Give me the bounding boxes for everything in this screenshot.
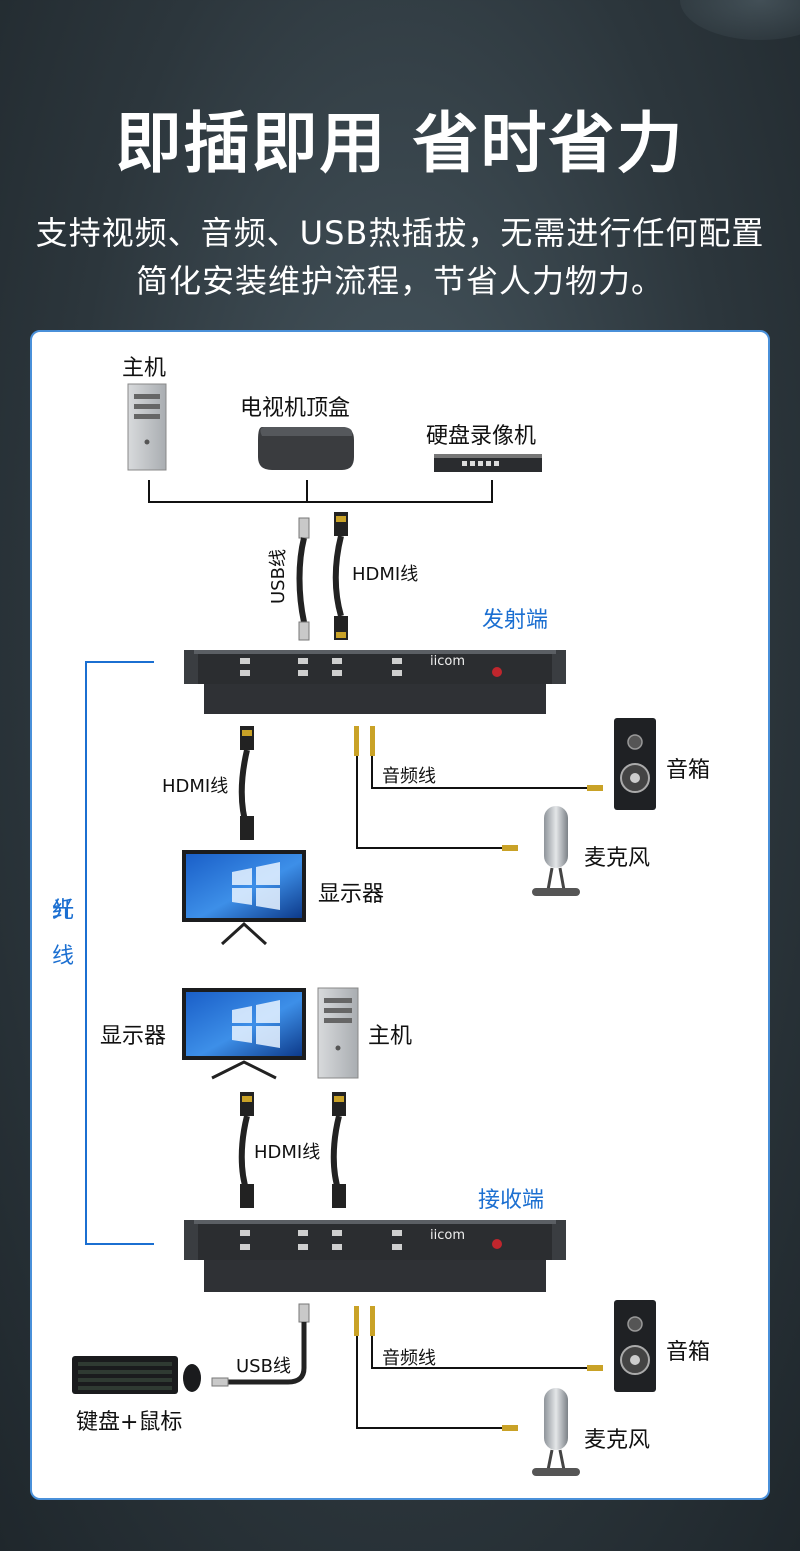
hdmi-cable-top bbox=[332, 512, 348, 640]
monitor-tx bbox=[182, 850, 306, 946]
headline: 即插即用 省时省力 bbox=[115, 105, 685, 182]
speaker-rx bbox=[614, 1300, 656, 1392]
label-receiver: 接收端 bbox=[478, 1188, 545, 1213]
label-audio-tx: 音频线 bbox=[382, 766, 436, 787]
host-pc-top bbox=[127, 383, 167, 471]
label-host-rx: 主机 bbox=[368, 1024, 413, 1049]
subtitle-line-2: 简化安装维护流程，节省人力物力。 bbox=[135, 262, 664, 300]
label-hdmi-top: HDMI线 bbox=[352, 564, 419, 585]
transmitter-chassis bbox=[184, 650, 566, 714]
monitor-rx bbox=[182, 988, 306, 1080]
tv-box bbox=[258, 427, 354, 470]
label-usb-rx: USB线 bbox=[236, 1356, 291, 1377]
label-speaker-tx: 音箱 bbox=[666, 758, 711, 783]
label-monitor-rx: 显示器 bbox=[100, 1024, 167, 1049]
audio-cable-rx bbox=[354, 1306, 603, 1431]
label-speaker-rx: 音箱 bbox=[666, 1340, 711, 1365]
transmitter-brand: iicom bbox=[430, 654, 465, 669]
usb-cable-top bbox=[296, 517, 310, 641]
usb-cable-rx bbox=[211, 1303, 310, 1387]
label-host-top: 主机 bbox=[122, 356, 167, 381]
receiver-chassis bbox=[184, 1220, 566, 1292]
label-hdmi-rx: HDMI线 bbox=[254, 1142, 321, 1163]
fiber-char-1: 光 bbox=[51, 898, 74, 923]
label-tv-box: 电视机顶盒 bbox=[240, 396, 351, 421]
receiver-brand: iicom bbox=[430, 1228, 465, 1243]
fiber-label: 光 纤 线 bbox=[48, 888, 78, 980]
audio-cable-tx bbox=[354, 726, 603, 851]
keyboard-mouse bbox=[72, 1356, 201, 1394]
diagram-illustration bbox=[72, 383, 656, 1476]
hdmi-cable-tx bbox=[238, 726, 254, 840]
nvr-box bbox=[434, 454, 542, 472]
subtitle-line-1: 支持视频、音频、USB热插拔，无需进行任何配置 bbox=[35, 214, 765, 252]
mic-rx bbox=[532, 1388, 580, 1476]
label-audio-rx: 音频线 bbox=[382, 1348, 436, 1369]
diagram-card: 主机 电视机顶盒 硬盘录像机 USB线 HDMI线 发射端 iicom 光 纤 … bbox=[30, 330, 770, 1500]
speaker-tx bbox=[614, 718, 656, 810]
label-monitor-tx: 显示器 bbox=[318, 882, 385, 907]
label-nvr: 硬盘录像机 bbox=[426, 424, 537, 449]
fiber-bracket bbox=[85, 661, 154, 1245]
host-pc-rx bbox=[317, 987, 359, 1079]
mic-tx bbox=[532, 806, 580, 896]
label-hdmi-tx: HDMI线 bbox=[162, 776, 229, 797]
hdmi-cables-rx bbox=[238, 1092, 346, 1208]
label-transmitter: 发射端 bbox=[482, 608, 549, 633]
label-usb-top: USB线 bbox=[268, 549, 289, 604]
label-mic-tx: 麦克风 bbox=[584, 846, 651, 871]
label-keyboard-mouse: 键盘+鼠标 bbox=[76, 1410, 183, 1435]
corner-glow bbox=[680, 0, 800, 40]
label-mic-rx: 麦克风 bbox=[584, 1428, 651, 1453]
fiber-char-3: 线 bbox=[51, 944, 74, 969]
source-bracket bbox=[148, 480, 493, 503]
fiber-char-2: 纤 bbox=[51, 898, 74, 923]
